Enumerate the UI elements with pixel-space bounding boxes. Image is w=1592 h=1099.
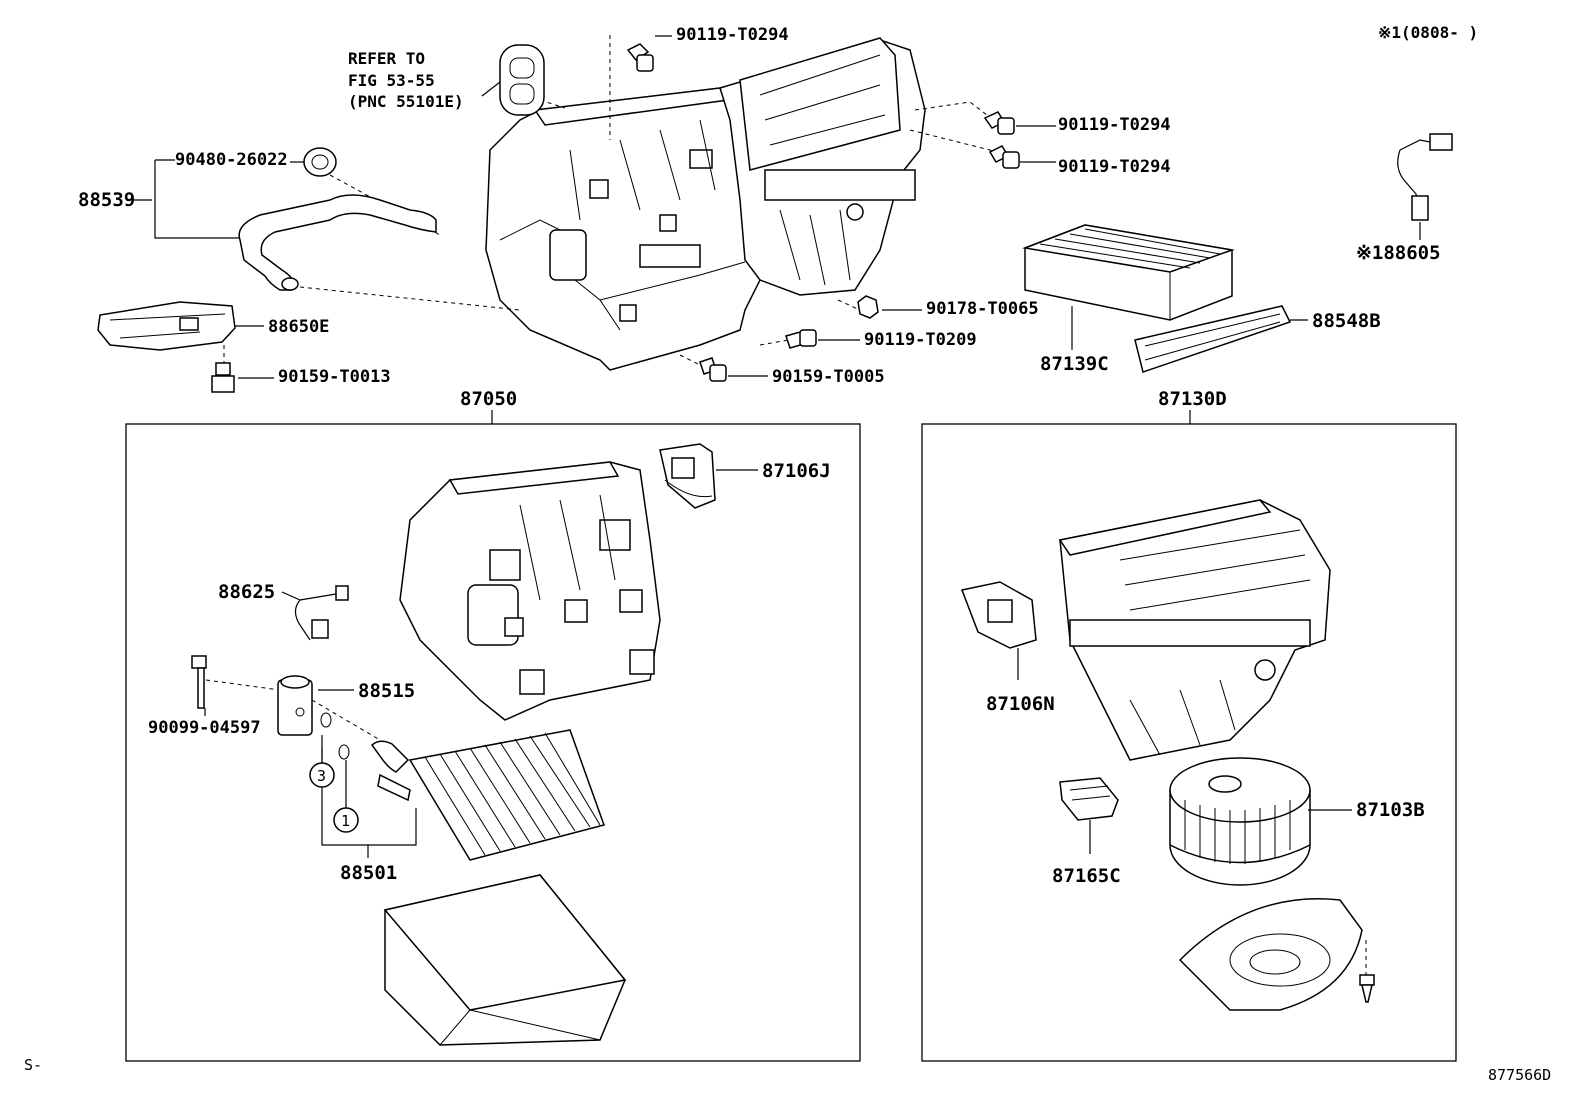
footer-left: S-: [24, 1056, 42, 1074]
expansion-valve-icon: [277, 675, 313, 736]
hvac-unit-assembly: [485, 37, 926, 371]
callout-3-label: 3: [317, 767, 326, 785]
part-label-90178-t0065: 90178-T0065: [926, 299, 1039, 319]
part-label-90159-t0013: 90159-T0013: [278, 367, 391, 387]
part-label-90119-t0294-top: 90119-T0294: [676, 25, 789, 45]
part-label-90480-26022: 90480-26022: [175, 150, 288, 170]
bolt-icon: [699, 357, 727, 382]
temp-sensor-icon: [294, 585, 349, 641]
part-label-88625: 88625: [218, 581, 275, 603]
part-label-87103b: 87103B: [1356, 799, 1425, 821]
blower-resistor-icon: [1059, 777, 1119, 821]
callout-3: 3: [309, 762, 335, 788]
refer-note-line3: (PNC 55101E): [348, 92, 464, 111]
refer-note: REFER TO FIG 53-55 (PNC 55101E): [348, 49, 464, 111]
section-box-87130d: [921, 423, 1457, 1062]
refer-note-line2: FIG 53-55: [348, 71, 435, 90]
cabin-filter-icon: [1022, 224, 1235, 321]
bolt-icon: [983, 111, 1020, 169]
servo-motor-icon: [960, 581, 1037, 649]
part-label-87139c: 87139C: [1040, 353, 1109, 375]
part-label-87165c: 87165C: [1052, 865, 1121, 887]
blower-case-icon: [1058, 499, 1331, 761]
nut-icon: [857, 295, 879, 319]
footer-right: 877566D: [1488, 1066, 1551, 1084]
part-label-90099-04597: 90099-04597: [148, 718, 261, 738]
blower-lower-case-icon: [1178, 898, 1363, 1011]
screw-icon: [1359, 974, 1375, 1003]
filter-cover-icon: [1134, 305, 1292, 373]
part-label-87106j: 87106J: [762, 460, 831, 482]
part-label-88515: 88515: [358, 680, 415, 702]
part-label-88501: 88501: [340, 862, 397, 884]
sensor-wire-icon: [1397, 133, 1453, 221]
screw-icon: [785, 329, 817, 349]
servo-motor-icon: [659, 443, 716, 509]
part-label-90159-t0005: 90159-T0005: [772, 367, 885, 387]
lower-case-icon: [383, 874, 627, 1046]
part-label-88650e: 88650E: [268, 317, 329, 337]
evaporator-icon: [370, 729, 605, 861]
part-label-88539: 88539: [78, 189, 135, 211]
part-label-88605: ※188605: [1356, 242, 1441, 264]
part-label-87106n: 87106N: [986, 693, 1055, 715]
drain-hose-icon: [238, 194, 437, 291]
callout-1: 1: [333, 807, 359, 833]
section-box-87050: [125, 423, 861, 1062]
part-label-87130d: 87130D: [1158, 388, 1227, 410]
header-note: ※1(0808- ): [1378, 23, 1478, 42]
part-label-90119-t0209: 90119-T0209: [864, 330, 977, 350]
callout-1-label: 1: [341, 812, 350, 830]
bolt-icon: [626, 43, 654, 72]
gasket-icon: [499, 44, 545, 116]
part-label-88548b: 88548B: [1312, 310, 1381, 332]
part-label-90119-t0294-r1: 90119-T0294: [1058, 115, 1171, 135]
bolt-icon: [191, 655, 207, 709]
bolt-icon: [211, 362, 235, 393]
bracket-icon: [97, 301, 236, 351]
part-label-90119-t0294-r2: 90119-T0294: [1058, 157, 1171, 177]
heater-case-icon: [399, 461, 661, 721]
refer-note-line1: REFER TO: [348, 49, 425, 68]
part-label-87050: 87050: [460, 388, 517, 410]
blower-motor-icon: [1169, 757, 1311, 886]
grommet-icon: [303, 147, 337, 177]
